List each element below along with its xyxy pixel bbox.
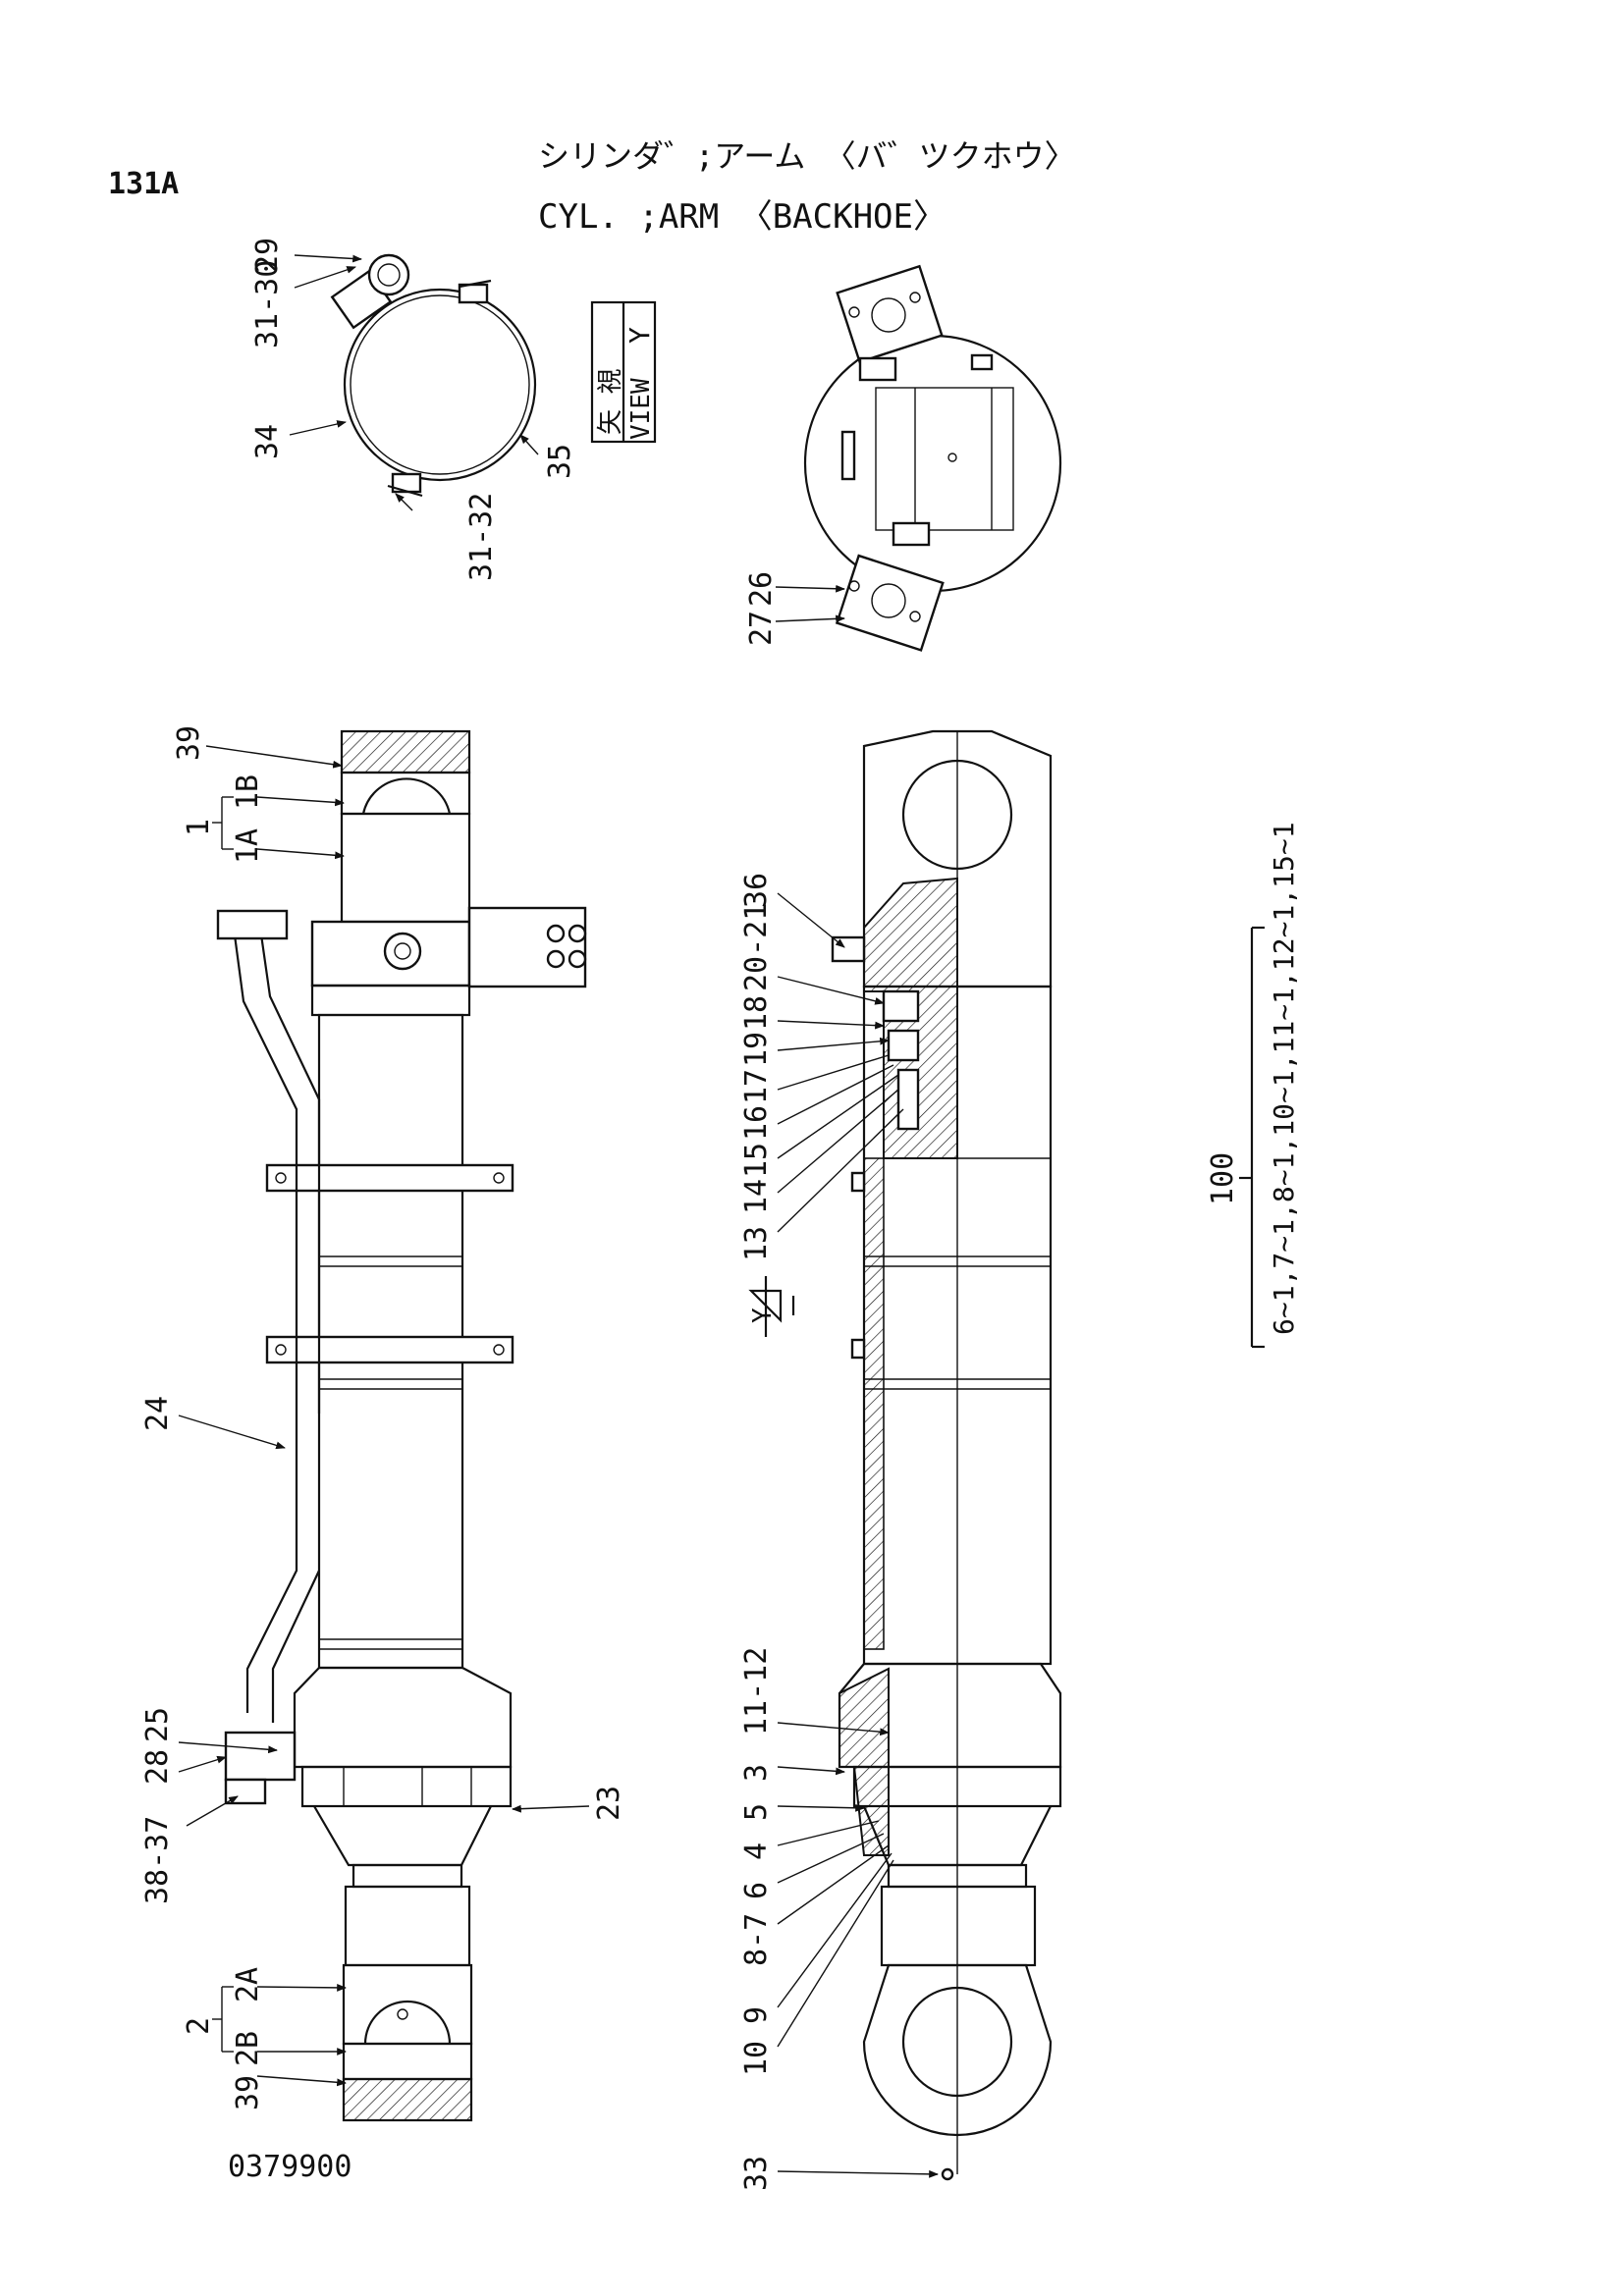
cylinder-side-view bbox=[216, 729, 587, 2122]
label-10: 10 bbox=[739, 2041, 774, 2076]
label-27: 27 bbox=[744, 611, 779, 646]
label-23: 23 bbox=[592, 1786, 626, 1821]
title-japanese: シリンダ゛;アーム 〈バ゛ツクホウ〉 bbox=[538, 137, 1076, 175]
label-24: 24 bbox=[140, 1396, 175, 1431]
view-y-marker: Y bbox=[748, 1276, 795, 1337]
label-26: 26 bbox=[744, 571, 779, 607]
label-34: 34 bbox=[250, 424, 285, 459]
label-29: 29 bbox=[250, 238, 285, 273]
label-19: 19 bbox=[739, 1032, 774, 1067]
label-2b: 2B bbox=[231, 2031, 265, 2066]
document-number: 0379900 bbox=[228, 2150, 352, 2184]
label-36: 36 bbox=[739, 873, 774, 908]
view-y-box: 矢 視 VIEW Y bbox=[590, 300, 657, 444]
cylinder-section-view bbox=[831, 729, 1062, 2181]
label-33: 33 bbox=[739, 2156, 774, 2191]
label-31-30: 31-30 bbox=[250, 260, 285, 348]
label-14: 14 bbox=[739, 1179, 774, 1214]
label-16: 16 bbox=[739, 1105, 774, 1141]
clamp-detail bbox=[330, 253, 537, 498]
label-35: 35 bbox=[543, 444, 577, 479]
title-english: CYL. ;ARM 〈BACKHOE〉 bbox=[538, 197, 947, 237]
end-view-callouts bbox=[775, 584, 845, 623]
label-20-21: 20-21 bbox=[739, 903, 774, 991]
label-1: 1 bbox=[182, 819, 216, 836]
view-label-en: VIEW bbox=[626, 378, 656, 440]
assembly-100-bracket bbox=[1239, 926, 1265, 1349]
label-1b: 1B bbox=[231, 774, 265, 810]
label-100-items: 6~1,7~1,8~1,10~1,11~1,12~1,15~1 bbox=[1268, 822, 1300, 1335]
label-5: 5 bbox=[739, 1803, 774, 1821]
clamp-callouts bbox=[289, 254, 539, 511]
view-label-jp: 矢 視 bbox=[596, 368, 625, 435]
label-28: 28 bbox=[140, 1749, 175, 1785]
view-label-letter: Y bbox=[623, 327, 656, 344]
label-2a: 2A bbox=[231, 1967, 265, 2002]
end-view-y bbox=[803, 264, 1062, 652]
page-number: 131A bbox=[108, 167, 179, 201]
label-17: 17 bbox=[739, 1069, 774, 1104]
section-callouts bbox=[777, 892, 939, 2178]
label-9: 9 bbox=[739, 2006, 774, 2024]
label-39-bottom: 39 bbox=[231, 2075, 265, 2110]
label-13: 13 bbox=[739, 1226, 774, 1261]
label-2: 2 bbox=[182, 2017, 216, 2035]
label-31-32: 31-32 bbox=[464, 493, 499, 581]
label-15: 15 bbox=[739, 1143, 774, 1178]
label-4: 4 bbox=[739, 1842, 774, 1860]
label-25: 25 bbox=[140, 1707, 175, 1742]
label-11-12: 11-12 bbox=[739, 1647, 774, 1735]
label-3: 3 bbox=[739, 1764, 774, 1782]
label-100: 100 bbox=[1206, 1152, 1240, 1205]
label-1a: 1A bbox=[231, 828, 265, 864]
label-38-37: 38-37 bbox=[140, 1816, 175, 1904]
label-39-top: 39 bbox=[172, 725, 206, 761]
label-6: 6 bbox=[739, 1882, 774, 1899]
side-view-callouts bbox=[178, 745, 590, 2087]
label-8-7: 8-7 bbox=[739, 1913, 774, 1966]
label-18: 18 bbox=[739, 995, 774, 1031]
view-y-marker-letter: Y bbox=[748, 1308, 778, 1323]
